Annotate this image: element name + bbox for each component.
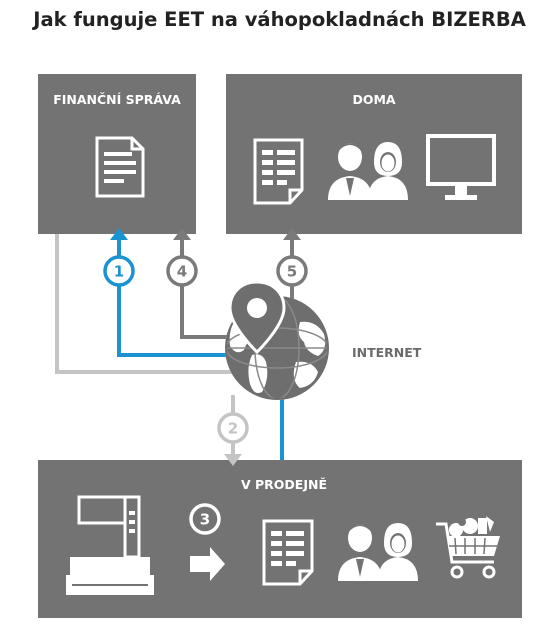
internet-label: INTERNET — [352, 345, 422, 360]
step-2-badge: 2 — [217, 412, 249, 444]
monitor-icon — [426, 134, 496, 200]
people-icon-store — [338, 523, 418, 581]
step-5-badge: 5 — [276, 255, 308, 287]
arrow-4-line — [180, 238, 240, 339]
step-1-label: 1 — [114, 263, 124, 281]
step-3-label: 3 — [200, 511, 210, 529]
step-4-badge: 4 — [166, 255, 198, 287]
receipt-icon-store — [262, 519, 314, 586]
arrow-4-head — [173, 228, 191, 240]
step-5-label: 5 — [287, 263, 297, 281]
step-2-label: 2 — [228, 420, 238, 438]
light-gray-line — [55, 234, 236, 374]
step-1-badge: 1 — [103, 255, 135, 287]
receipt-icon — [253, 138, 304, 205]
location-pin-icon — [228, 280, 286, 355]
arrow-2-head — [224, 454, 242, 466]
page-title: Jak funguje EET na váhopokladnách BIZERB… — [33, 8, 526, 31]
arrow-5-head — [283, 228, 301, 240]
people-icon — [328, 142, 408, 200]
document-icon — [95, 136, 145, 198]
right-arrow-icon — [190, 547, 225, 581]
doma-box — [226, 74, 522, 234]
financni-sprava-label: FINANČNÍ SPRÁVA — [53, 92, 181, 107]
scale-register-icon — [66, 495, 154, 595]
arrow-1-head — [110, 228, 128, 240]
step-3-badge: 3 — [189, 503, 221, 535]
step-4-label: 4 — [177, 263, 187, 281]
shopping-cart-icon — [436, 516, 500, 579]
v-prodejne-label: V PRODEJNĚ — [241, 477, 327, 492]
doma-label: DOMA — [352, 92, 395, 107]
